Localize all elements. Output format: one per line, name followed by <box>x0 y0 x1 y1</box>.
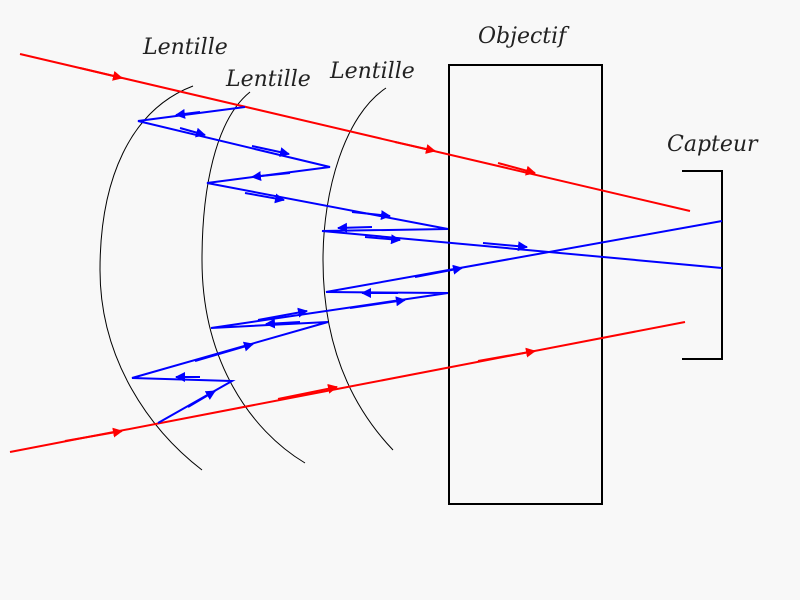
lens-1-label: Lentille <box>142 35 228 60</box>
lens-3-label: Lentille <box>329 59 415 84</box>
arrow <box>251 171 291 182</box>
reflection-path-top <box>137 106 723 269</box>
incident-ray-top <box>19 53 691 212</box>
incident-rays <box>9 53 691 453</box>
arrow <box>414 264 463 278</box>
arrow <box>64 427 123 442</box>
arrow <box>179 127 206 138</box>
lens-2-label: Lentille <box>225 67 311 92</box>
objective-box <box>448 64 603 505</box>
sensor-label: Capteur <box>667 132 759 157</box>
arrow <box>187 390 216 408</box>
arrow <box>351 210 391 221</box>
lens-2-curve <box>201 91 306 464</box>
arrow <box>482 241 528 252</box>
arrow <box>364 234 401 245</box>
arrow <box>194 341 254 362</box>
objective-label: Objectif <box>478 24 570 49</box>
arrow <box>497 162 536 176</box>
arrow <box>477 347 536 362</box>
arrow <box>244 192 285 204</box>
arrow <box>277 383 338 400</box>
lens-3-curve <box>322 87 394 451</box>
arrow <box>257 307 308 321</box>
arrow <box>79 67 123 81</box>
reflection-path-bottom <box>131 220 723 424</box>
arrow <box>337 222 373 233</box>
arrow <box>175 108 201 119</box>
lens-1-curve <box>99 85 203 471</box>
arrow <box>265 318 301 329</box>
sensor-bracket <box>682 170 723 360</box>
reflected-rays <box>131 106 723 424</box>
arrow <box>349 296 406 309</box>
arrow <box>251 145 290 157</box>
arrow <box>394 141 436 154</box>
